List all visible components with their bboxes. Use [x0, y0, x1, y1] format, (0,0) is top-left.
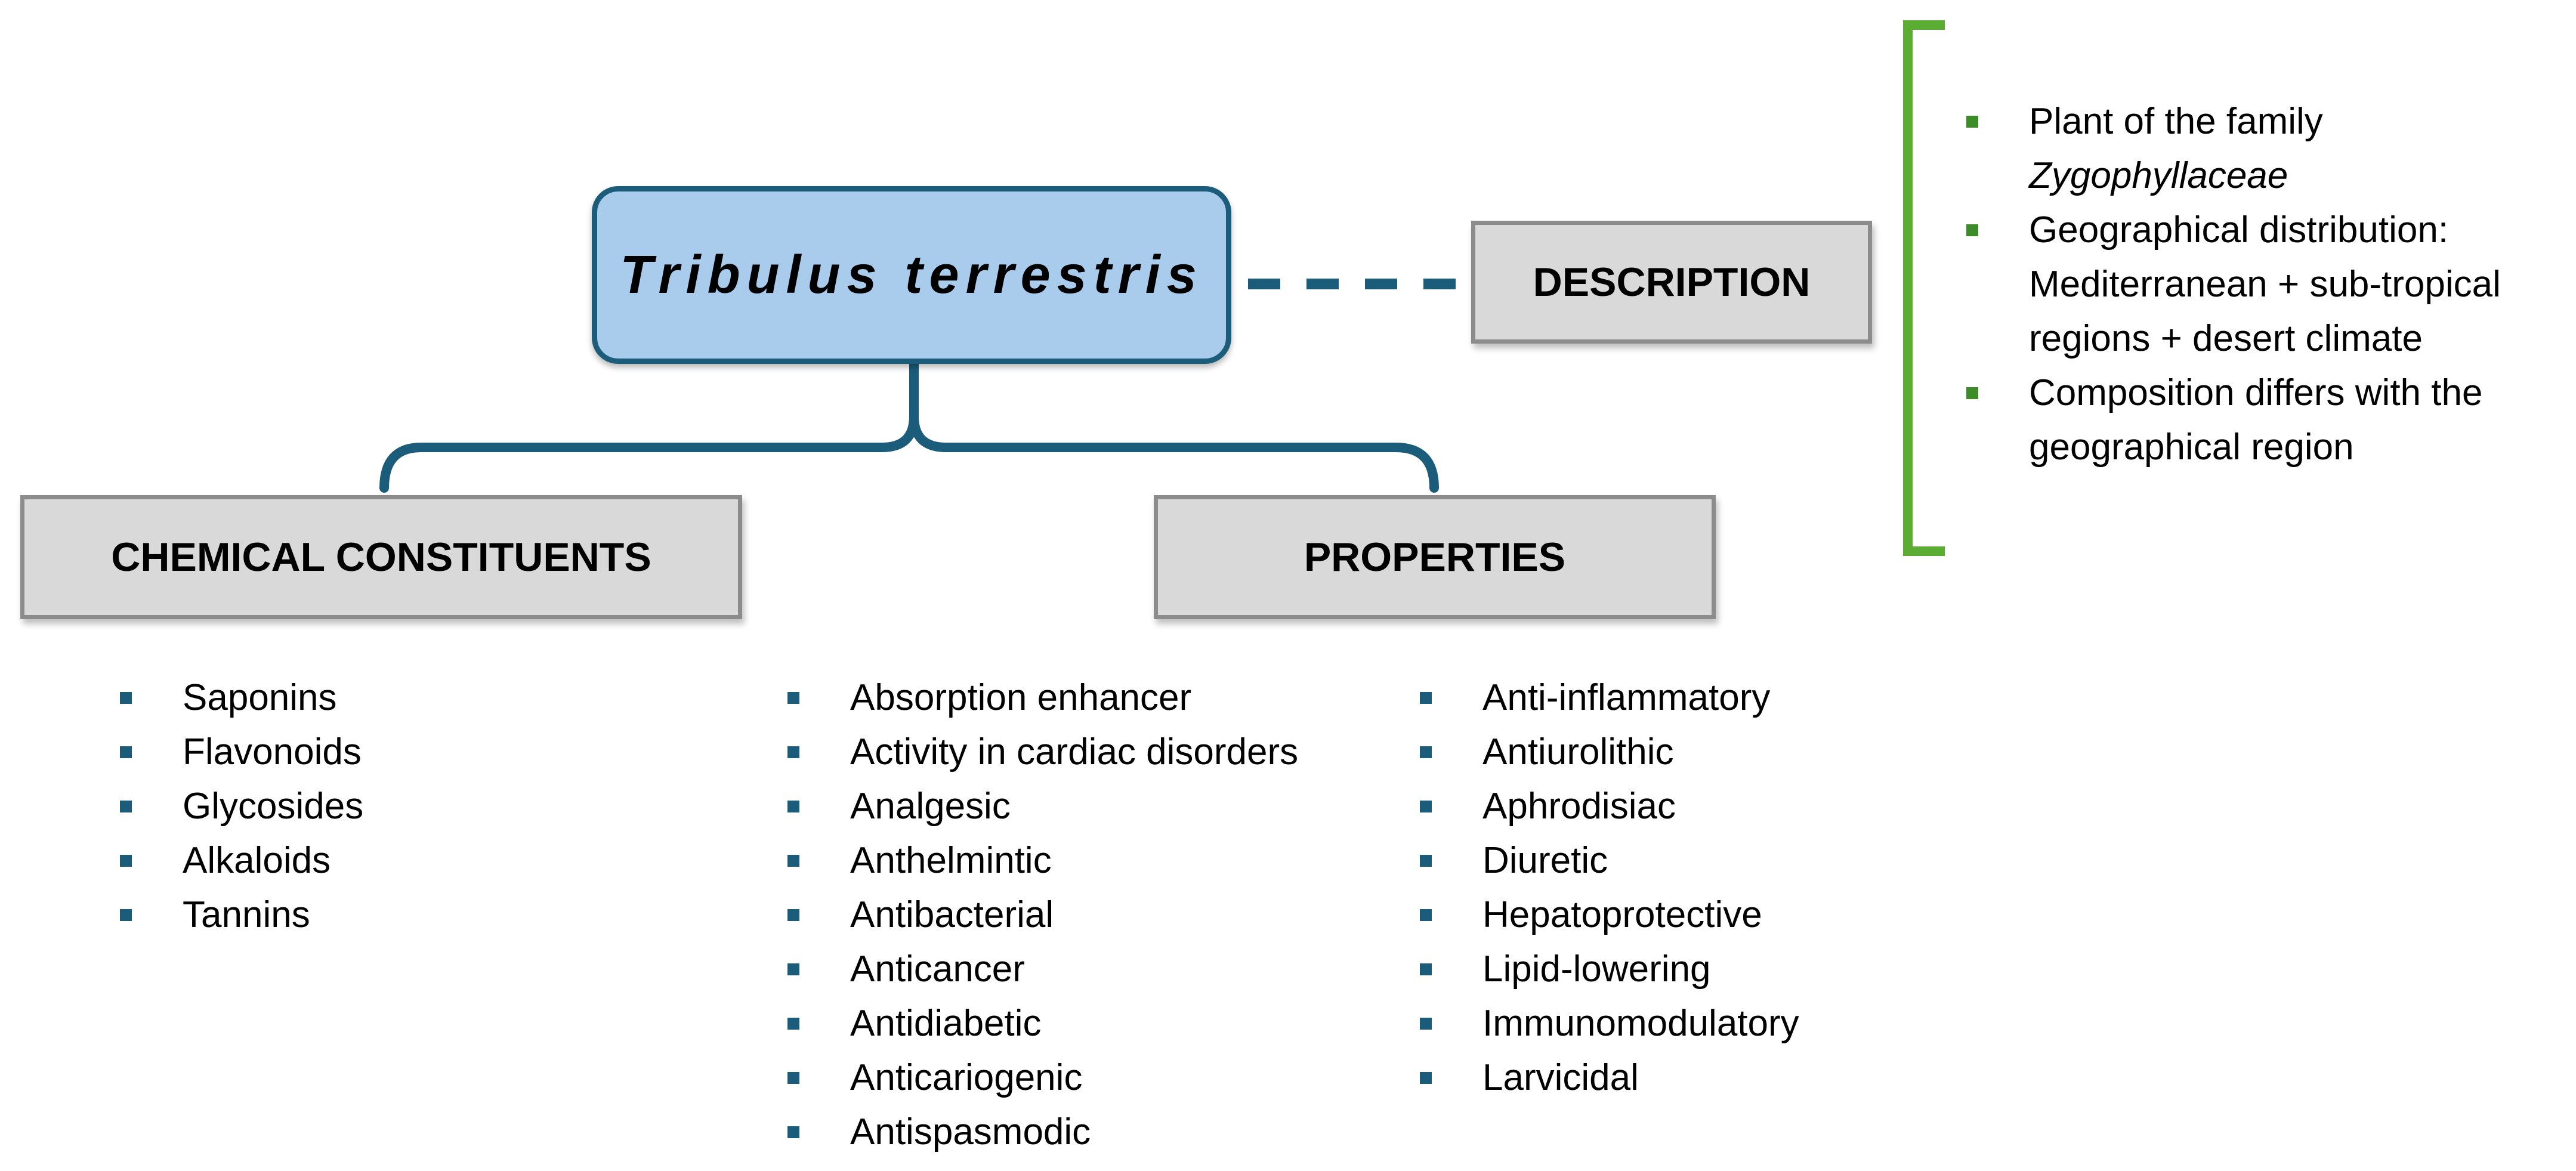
list-item: Analgesic — [787, 779, 1298, 833]
square-bullet-icon — [120, 909, 132, 921]
list-item: Absorption enhancer — [787, 671, 1298, 725]
list-item: Tannins — [120, 888, 363, 942]
list-item: Alkaloids — [120, 833, 363, 888]
list-item: Plant of the family Zygophyllaceae — [1966, 94, 2501, 203]
list-item: Geographical distribution: Mediterranean… — [1966, 203, 2501, 366]
square-bullet-icon — [787, 1018, 799, 1030]
square-bullet-icon — [1420, 746, 1432, 758]
square-bullet-icon — [787, 692, 799, 704]
square-bullet-icon — [1966, 116, 1978, 128]
properties-label: PROPERTIES — [1304, 534, 1566, 580]
description-label: DESCRIPTION — [1533, 259, 1811, 305]
root-branch-connector — [379, 358, 1439, 493]
square-bullet-icon — [787, 909, 799, 921]
square-bullet-icon — [120, 855, 132, 867]
properties-list-column-1: Absorption enhancer Activity in cardiac … — [787, 671, 1298, 1159]
list-item: Anticariogenic — [787, 1050, 1298, 1105]
list-item: Anti-inflammatory — [1420, 671, 1799, 725]
square-bullet-icon — [1420, 801, 1432, 812]
list-item: Diuretic — [1420, 833, 1799, 888]
square-bullet-icon — [1966, 224, 1978, 236]
root-label: Tribulus terrestris — [620, 245, 1203, 305]
list-item: Antispasmodic — [787, 1105, 1298, 1159]
list-item: Glycosides — [120, 779, 363, 833]
square-bullet-icon — [787, 963, 799, 975]
square-bullet-icon — [120, 692, 132, 704]
list-item: Larvicidal — [1420, 1050, 1799, 1105]
chemical-constituents-label: CHEMICAL CONSTITUENTS — [111, 534, 651, 580]
square-bullet-icon — [787, 746, 799, 758]
square-bullet-icon — [1420, 692, 1432, 704]
properties-node: PROPERTIES — [1154, 495, 1716, 619]
square-bullet-icon — [1420, 1018, 1432, 1030]
chemical-constituents-list: Saponins Flavonoids Glycosides Alkaloids… — [120, 671, 363, 942]
list-item: Lipid-lowering — [1420, 942, 1799, 996]
list-item: Activity in cardiac disorders — [787, 725, 1298, 779]
description-list: Plant of the family Zygophyllaceae Geogr… — [1966, 94, 2501, 474]
list-item: Immunomodulatory — [1420, 996, 1799, 1050]
root-node: Tribulus terrestris — [592, 186, 1231, 364]
description-node: DESCRIPTION — [1471, 221, 1872, 344]
square-bullet-icon — [1420, 1072, 1432, 1084]
square-bullet-icon — [1420, 963, 1432, 975]
list-item: Flavonoids — [120, 725, 363, 779]
square-bullet-icon — [1420, 909, 1432, 921]
list-item: Anticancer — [787, 942, 1298, 996]
square-bullet-icon — [120, 746, 132, 758]
list-item: Hepatoprotective — [1420, 888, 1799, 942]
chemical-constituents-node: CHEMICAL CONSTITUENTS — [20, 495, 742, 619]
square-bullet-icon — [1420, 855, 1432, 867]
list-item: Saponins — [120, 671, 363, 725]
list-item: Composition differs with the geographica… — [1966, 366, 2501, 474]
list-item: Anthelmintic — [787, 833, 1298, 888]
list-item: Antiurolithic — [1420, 725, 1799, 779]
square-bullet-icon — [1966, 387, 1978, 399]
square-bullet-icon — [787, 1126, 799, 1138]
square-bullet-icon — [787, 1072, 799, 1084]
properties-list-column-2: Anti-inflammatory Antiurolithic Aphrodis… — [1420, 671, 1799, 1105]
list-item: Aphrodisiac — [1420, 779, 1799, 833]
list-item: Antibacterial — [787, 888, 1298, 942]
list-item: Antidiabetic — [787, 996, 1298, 1050]
square-bullet-icon — [120, 801, 132, 812]
description-bracket — [1903, 20, 1945, 556]
square-bullet-icon — [787, 801, 799, 812]
square-bullet-icon — [787, 855, 799, 867]
